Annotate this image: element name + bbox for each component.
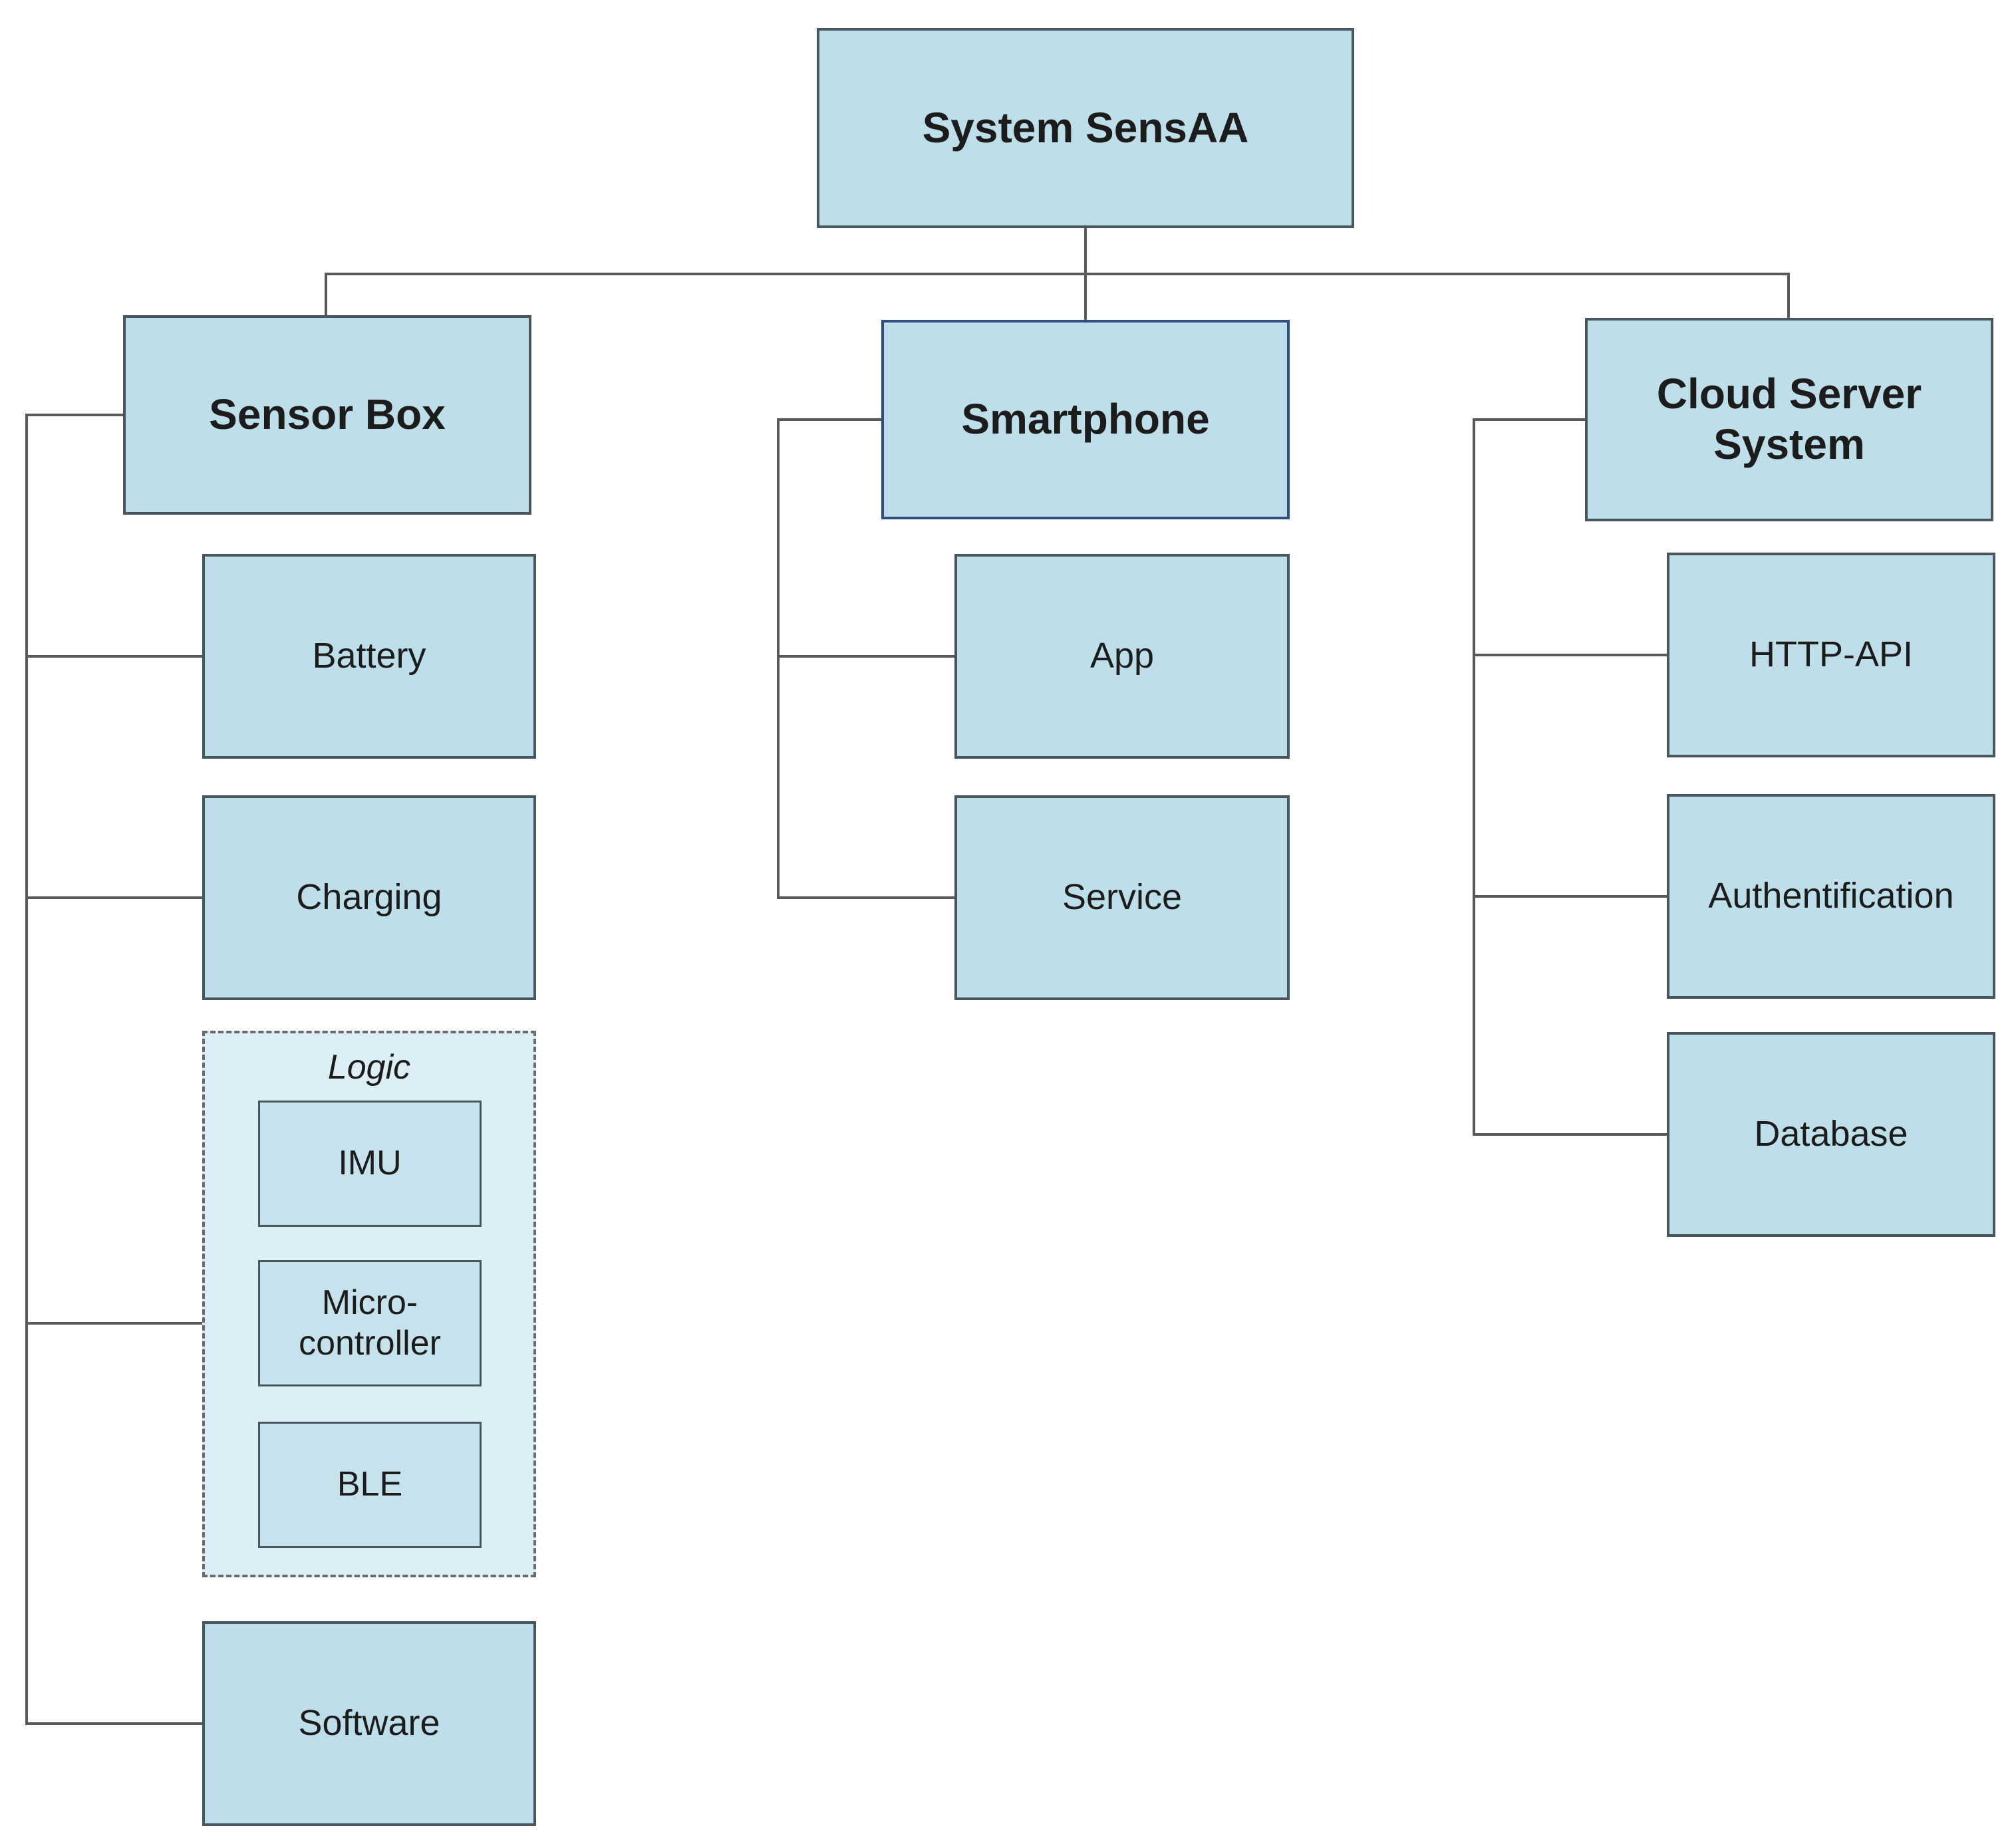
node-http-api: HTTP-API	[1667, 553, 1995, 757]
node-label: Service	[1062, 877, 1183, 918]
node-label: HTTP-API	[1749, 634, 1913, 675]
node-sensor-box: Sensor Box	[123, 315, 531, 515]
node-label: Sensor Box	[209, 390, 446, 439]
node-label: Database	[1754, 1114, 1908, 1154]
node-label: Battery	[312, 636, 426, 676]
node-label: Authentification	[1708, 876, 1954, 916]
node-ble: BLE	[258, 1422, 482, 1548]
node-service: Service	[954, 795, 1290, 1000]
node-system-sensaa: System SensAA	[817, 28, 1354, 228]
node-micro-controller: Micro- controller	[258, 1260, 482, 1386]
node-software: Software	[202, 1621, 536, 1826]
node-label: BLE	[337, 1465, 403, 1504]
group-logic-label: Logic	[327, 1048, 411, 1087]
node-label: IMU	[338, 1144, 402, 1183]
node-label: Cloud Server System	[1656, 370, 1922, 468]
node-smartphone: Smartphone	[881, 320, 1290, 519]
node-label: System SensAA	[922, 103, 1249, 152]
node-label: Smartphone	[961, 395, 1210, 444]
node-label: Micro- controller	[299, 1283, 441, 1363]
node-label: App	[1089, 636, 1155, 676]
node-charging: Charging	[202, 795, 536, 1000]
node-imu: IMU	[258, 1101, 482, 1227]
node-app: App	[954, 554, 1290, 759]
node-cloud-server-system: Cloud Server System	[1585, 318, 1993, 521]
node-battery: Battery	[202, 554, 536, 759]
node-database: Database	[1667, 1032, 1995, 1237]
node-authentification: Authentification	[1667, 794, 1995, 999]
node-label: Charging	[296, 877, 442, 918]
node-label: Software	[298, 1703, 440, 1744]
